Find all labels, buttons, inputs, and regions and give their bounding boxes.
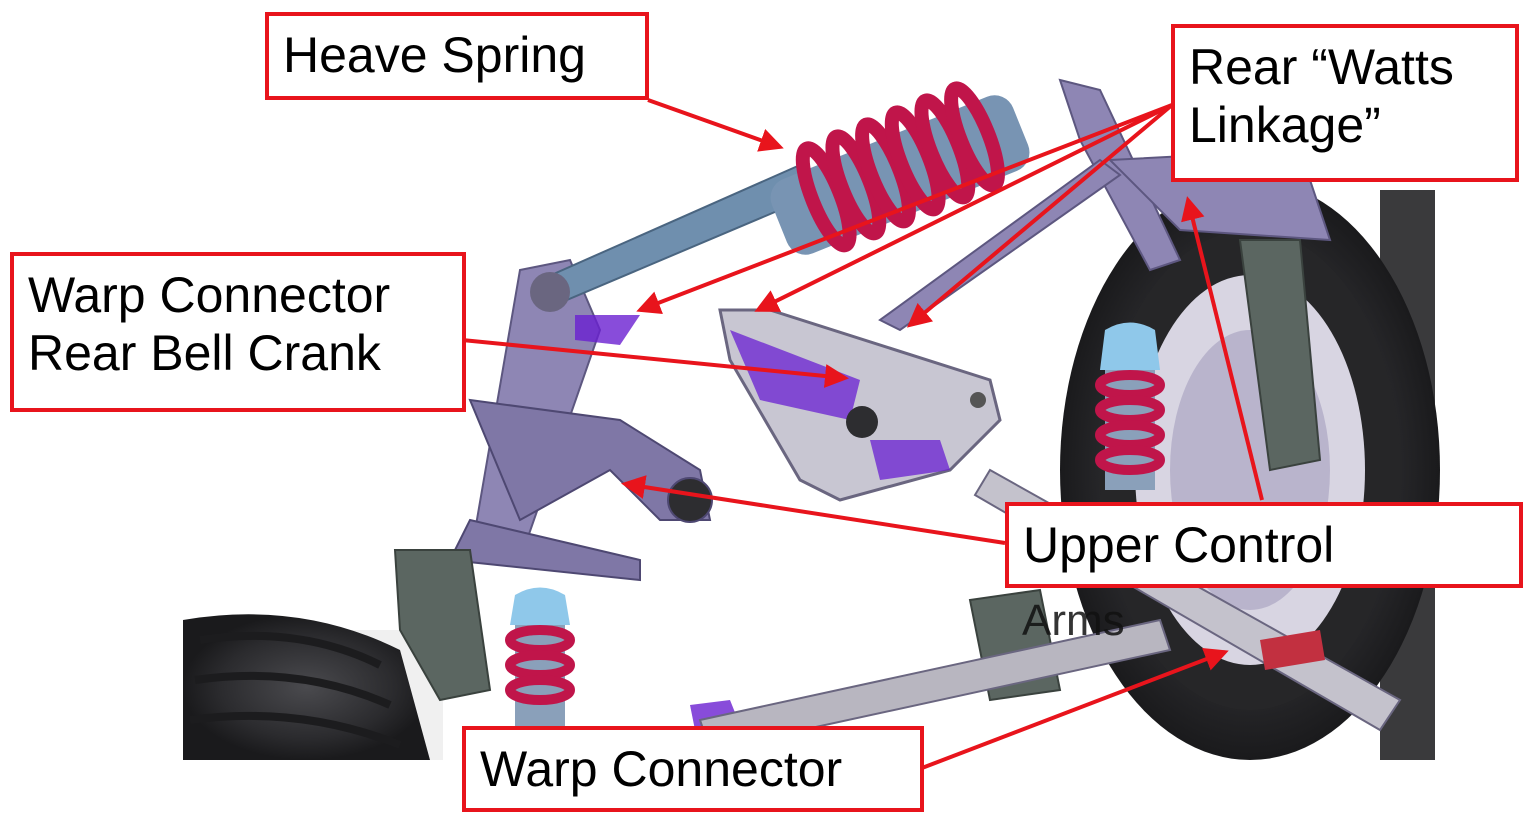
upper-control-arms-label-line1: Upper Control [1023,517,1335,573]
left-tire [183,614,430,760]
warp-connector-label: Warp Connector [480,741,843,797]
upper-control-arms-label-line2: Arms [1022,596,1125,645]
watts-linkage-label-line2: Linkage” [1189,97,1381,153]
left-coilover [505,587,575,730]
warp-bell-crank-label-line1: Warp Connector [28,267,391,323]
callout-arrows [461,98,1264,770]
upper-control-arms-callout: Upper Control [1005,502,1523,588]
rear-bell-crank [718,308,1002,502]
warp-bell-crank-label-line2: Rear Bell Crank [28,325,381,381]
heave-spring-callout: Heave Spring [265,12,649,100]
upper-control-arm [448,398,713,582]
watts-linkage-callout: Rear “Watts Linkage” [1171,24,1519,182]
linkage-accents [575,315,740,730]
watts-linkage-label-line1: Rear “Watts [1189,39,1454,95]
warp-connector-bell-crank-callout: Warp Connector Rear Bell Crank [10,252,466,412]
heave-spring-assembly [530,81,1030,312]
right-coilover [1095,322,1165,490]
heave-spring-label: Heave Spring [283,27,586,83]
warp-connector-callout: Warp Connector [462,726,924,812]
